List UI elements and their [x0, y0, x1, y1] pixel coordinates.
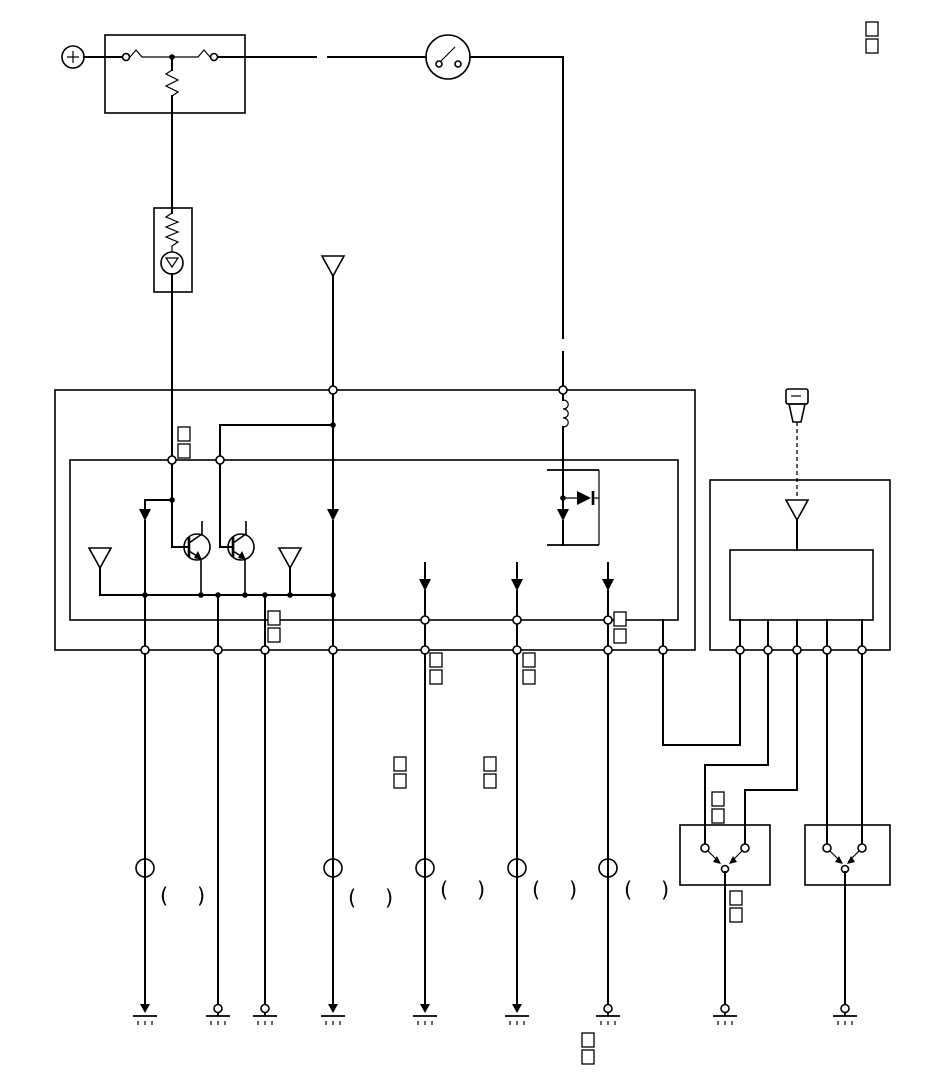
junction-dot	[262, 592, 268, 598]
connector-pin	[260, 645, 270, 655]
connector-pin	[658, 645, 668, 655]
control-unit	[54, 385, 696, 655]
door-switch-right	[804, 824, 891, 1005]
wire-receiver-to-left-switch-2	[744, 653, 798, 826]
paren-open: (	[624, 878, 632, 902]
junction-dot	[169, 497, 175, 503]
junction-dot	[560, 495, 566, 501]
fuse-box	[104, 34, 246, 114]
connector-pin	[420, 615, 430, 625]
connector-pin	[215, 455, 225, 465]
connector-pin	[763, 645, 773, 655]
paren-close: )	[385, 886, 393, 910]
fuse-contact-right	[209, 52, 219, 62]
junction-dot	[198, 592, 204, 598]
switch-arrow	[713, 856, 721, 864]
coil-icon	[562, 399, 569, 428]
receiver-unit	[709, 388, 891, 655]
connector-pin	[213, 645, 223, 655]
ignition-switch-icon	[425, 34, 471, 80]
connector-pin	[140, 645, 150, 655]
switch-box	[804, 824, 891, 886]
power-feed-circuit	[61, 34, 564, 387]
transmitter-body	[788, 403, 806, 423]
plus-icon	[67, 51, 79, 63]
junction-dot	[330, 422, 336, 428]
switch-contact	[822, 843, 832, 853]
connector-pin	[328, 385, 338, 395]
junction-dot	[287, 592, 293, 598]
receiver-pin-stubs	[739, 619, 863, 647]
connector-pin	[512, 645, 522, 655]
paren-open: (	[440, 878, 448, 902]
switch-arrow	[835, 856, 843, 864]
paren-close: )	[477, 878, 485, 902]
junction-dot	[242, 592, 248, 598]
junction-dot	[169, 54, 175, 60]
door-switch-left	[679, 824, 771, 1005]
wire-color-labels: ( ) ( ) ( ) ( ) ( )	[160, 878, 669, 910]
connector-pin	[822, 645, 832, 655]
connector-pin	[603, 645, 613, 655]
control-unit-box	[54, 389, 696, 651]
wire-antenna-internal	[219, 393, 334, 457]
junction-dot	[142, 592, 148, 598]
indicator-relay-unit	[153, 95, 193, 457]
paren-open: (	[532, 878, 540, 902]
connector-pin	[328, 645, 338, 655]
switch-arrow	[729, 856, 737, 864]
ignition-contact-left	[435, 60, 443, 68]
paren-close: )	[569, 878, 577, 902]
connector-pin	[420, 645, 430, 655]
switch-contact	[700, 843, 710, 853]
wire-receiver-to-left-switch-1	[704, 653, 769, 826]
ignition-contact-right	[454, 60, 462, 68]
ignition-switch-blade	[440, 46, 456, 62]
wire-diode-column-145	[144, 499, 173, 596]
switch-pin-leads	[826, 824, 863, 845]
connector-pin	[792, 645, 802, 655]
fuse-sub-icon	[164, 59, 180, 97]
connector-pin	[857, 645, 867, 655]
paren-open: (	[348, 886, 356, 910]
switch-contact	[857, 843, 867, 853]
switch-pin-leads	[704, 824, 746, 845]
fuse-contact-left	[121, 52, 131, 62]
wire-ecu-to-receiver	[662, 653, 741, 746]
wire-ignition-to-ecu-upper	[469, 56, 564, 339]
surge-clamp-circuit	[547, 393, 600, 546]
resistor-icon	[164, 212, 180, 247]
connector-pin	[167, 455, 177, 465]
lamp-filament-triangle	[164, 257, 180, 269]
key-transmitter-icon	[785, 388, 809, 423]
antenna-feed	[321, 255, 345, 387]
switch-arrow	[847, 856, 855, 864]
paren-close: )	[197, 884, 205, 908]
connector-pin	[735, 645, 745, 655]
control-unit-inner-module	[69, 459, 679, 621]
paren-close: )	[661, 878, 669, 902]
connector-pin	[512, 615, 522, 625]
paren-open: (	[160, 884, 168, 908]
connector-pin	[603, 615, 613, 625]
junction-dot	[330, 592, 336, 598]
junction-dot	[215, 592, 221, 598]
fuse-element-vertical	[164, 69, 180, 97]
harness-wires	[135, 653, 863, 1005]
connector-pin	[558, 385, 568, 395]
receiver-inner-module	[729, 549, 874, 621]
diode-right-icon	[577, 491, 591, 505]
switch-contact	[740, 843, 750, 853]
